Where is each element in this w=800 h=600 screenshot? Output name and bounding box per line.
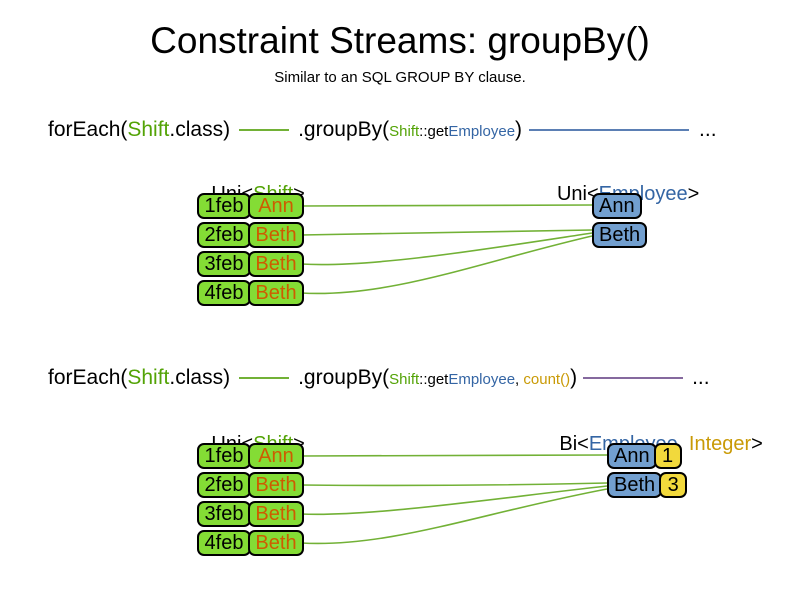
heading-type2: Integer [688,433,752,455]
stream-connector-green [239,129,290,131]
groupby-token: .groupBy( [298,366,390,389]
shift-date-cell: 4feb [197,530,251,556]
ellipsis-token: ... [699,118,717,141]
wire-s2-beth1 [300,482,608,487]
wire-s1-ann [300,204,593,207]
close-paren-token: ) [570,366,578,389]
code-line-2: forEach(Shift.class) .groupBy(Shift::get… [48,366,710,390]
heading-separator: , [677,433,689,455]
employee-group-box: Beth [592,222,648,248]
arg-employee-token: Employee [448,123,516,140]
close-paren-token: ) [515,118,523,141]
shift-table-1: 1feb Ann 2feb Beth 3feb Beth 4feb Beth [197,193,304,306]
shift-employee-cell: Beth [248,530,304,556]
shift-employee-cell: Beth [248,472,304,498]
shift-row: 1feb Ann [197,443,304,469]
class-close-token: .class) [169,118,231,141]
stream-connector-green [239,377,290,379]
slide-subtitle: Similar to an SQL GROUP BY clause. [274,69,526,86]
wire-s1-beth3 [300,235,593,295]
ellipsis-token: ... [692,366,710,389]
shift-row: 1feb Ann [197,193,304,219]
count-box: 1 [649,443,682,469]
shift-date-cell: 1feb [197,443,251,469]
shift-date-cell: 4feb [197,280,251,306]
foreach-token: forEach( [48,118,128,141]
arg-shift-token: Shift [389,371,420,388]
shift-class-token: Shift [127,366,170,389]
foreach-token: forEach( [48,366,128,389]
shift-row: 3feb Beth [197,501,304,527]
shift-date-cell: 3feb [197,501,251,527]
shift-employee-cell: Ann [248,193,304,219]
group-column-1: Ann Beth [592,193,648,248]
comma-token: , [515,371,524,388]
shift-date-cell: 2feb [197,472,251,498]
groupby-token: .groupBy( [298,118,390,141]
wire-s2-ann [300,454,608,457]
employee-group-box: Beth [607,472,663,498]
shift-employee-cell: Beth [248,501,304,527]
shift-date-cell: 3feb [197,251,251,277]
slide-title: Constraint Streams: groupBy() [150,20,650,61]
count-token: count() [523,371,571,388]
stream-connector-blue [529,129,690,131]
uni-employee-heading: Uni<Employee> [535,160,700,229]
shift-row: 2feb Beth [197,222,304,248]
heading-post: > [751,433,763,455]
shift-employee-cell: Beth [248,222,304,248]
class-close-token: .class) [169,366,231,389]
shift-employee-cell: Beth [248,251,304,277]
shift-row: 2feb Beth [197,472,304,498]
heading-pre: Uni< [556,183,599,205]
arg-getter-token: ::get [419,371,449,388]
arg-employee-token: Employee [448,371,516,388]
shift-date-cell: 1feb [197,193,251,219]
wire-s2-beth3 [300,488,608,545]
shift-row: 4feb Beth [197,530,304,556]
wire-s1-beth1 [300,229,593,236]
group-pair: Beth 3 [607,472,688,498]
wire-s2-beth2 [300,485,608,516]
shift-table-2: 1feb Ann 2feb Beth 3feb Beth 4feb Beth [197,443,304,556]
count-box: 3 [655,472,688,498]
employee-group-box: Ann [592,193,642,219]
employee-group-box: Ann [607,443,657,469]
shift-row: 4feb Beth [197,280,304,306]
stream-connector-purple [583,377,684,379]
arg-getter-token: ::get [419,123,449,140]
heading-post: > [687,183,700,205]
group-column-2: Ann 1 Beth 3 [607,443,688,498]
heading-pre: Bi< [559,433,589,455]
arg-shift-token: Shift [389,123,420,140]
shift-employee-cell: Beth [248,280,304,306]
code-line-1: forEach(Shift.class) .groupBy(Shift::get… [48,118,717,142]
group-pair: Ann 1 [607,443,682,469]
shift-employee-cell: Ann [248,443,304,469]
shift-row: 3feb Beth [197,251,304,277]
shift-class-token: Shift [127,118,170,141]
shift-date-cell: 2feb [197,222,251,248]
wire-s1-beth2 [300,232,593,266]
